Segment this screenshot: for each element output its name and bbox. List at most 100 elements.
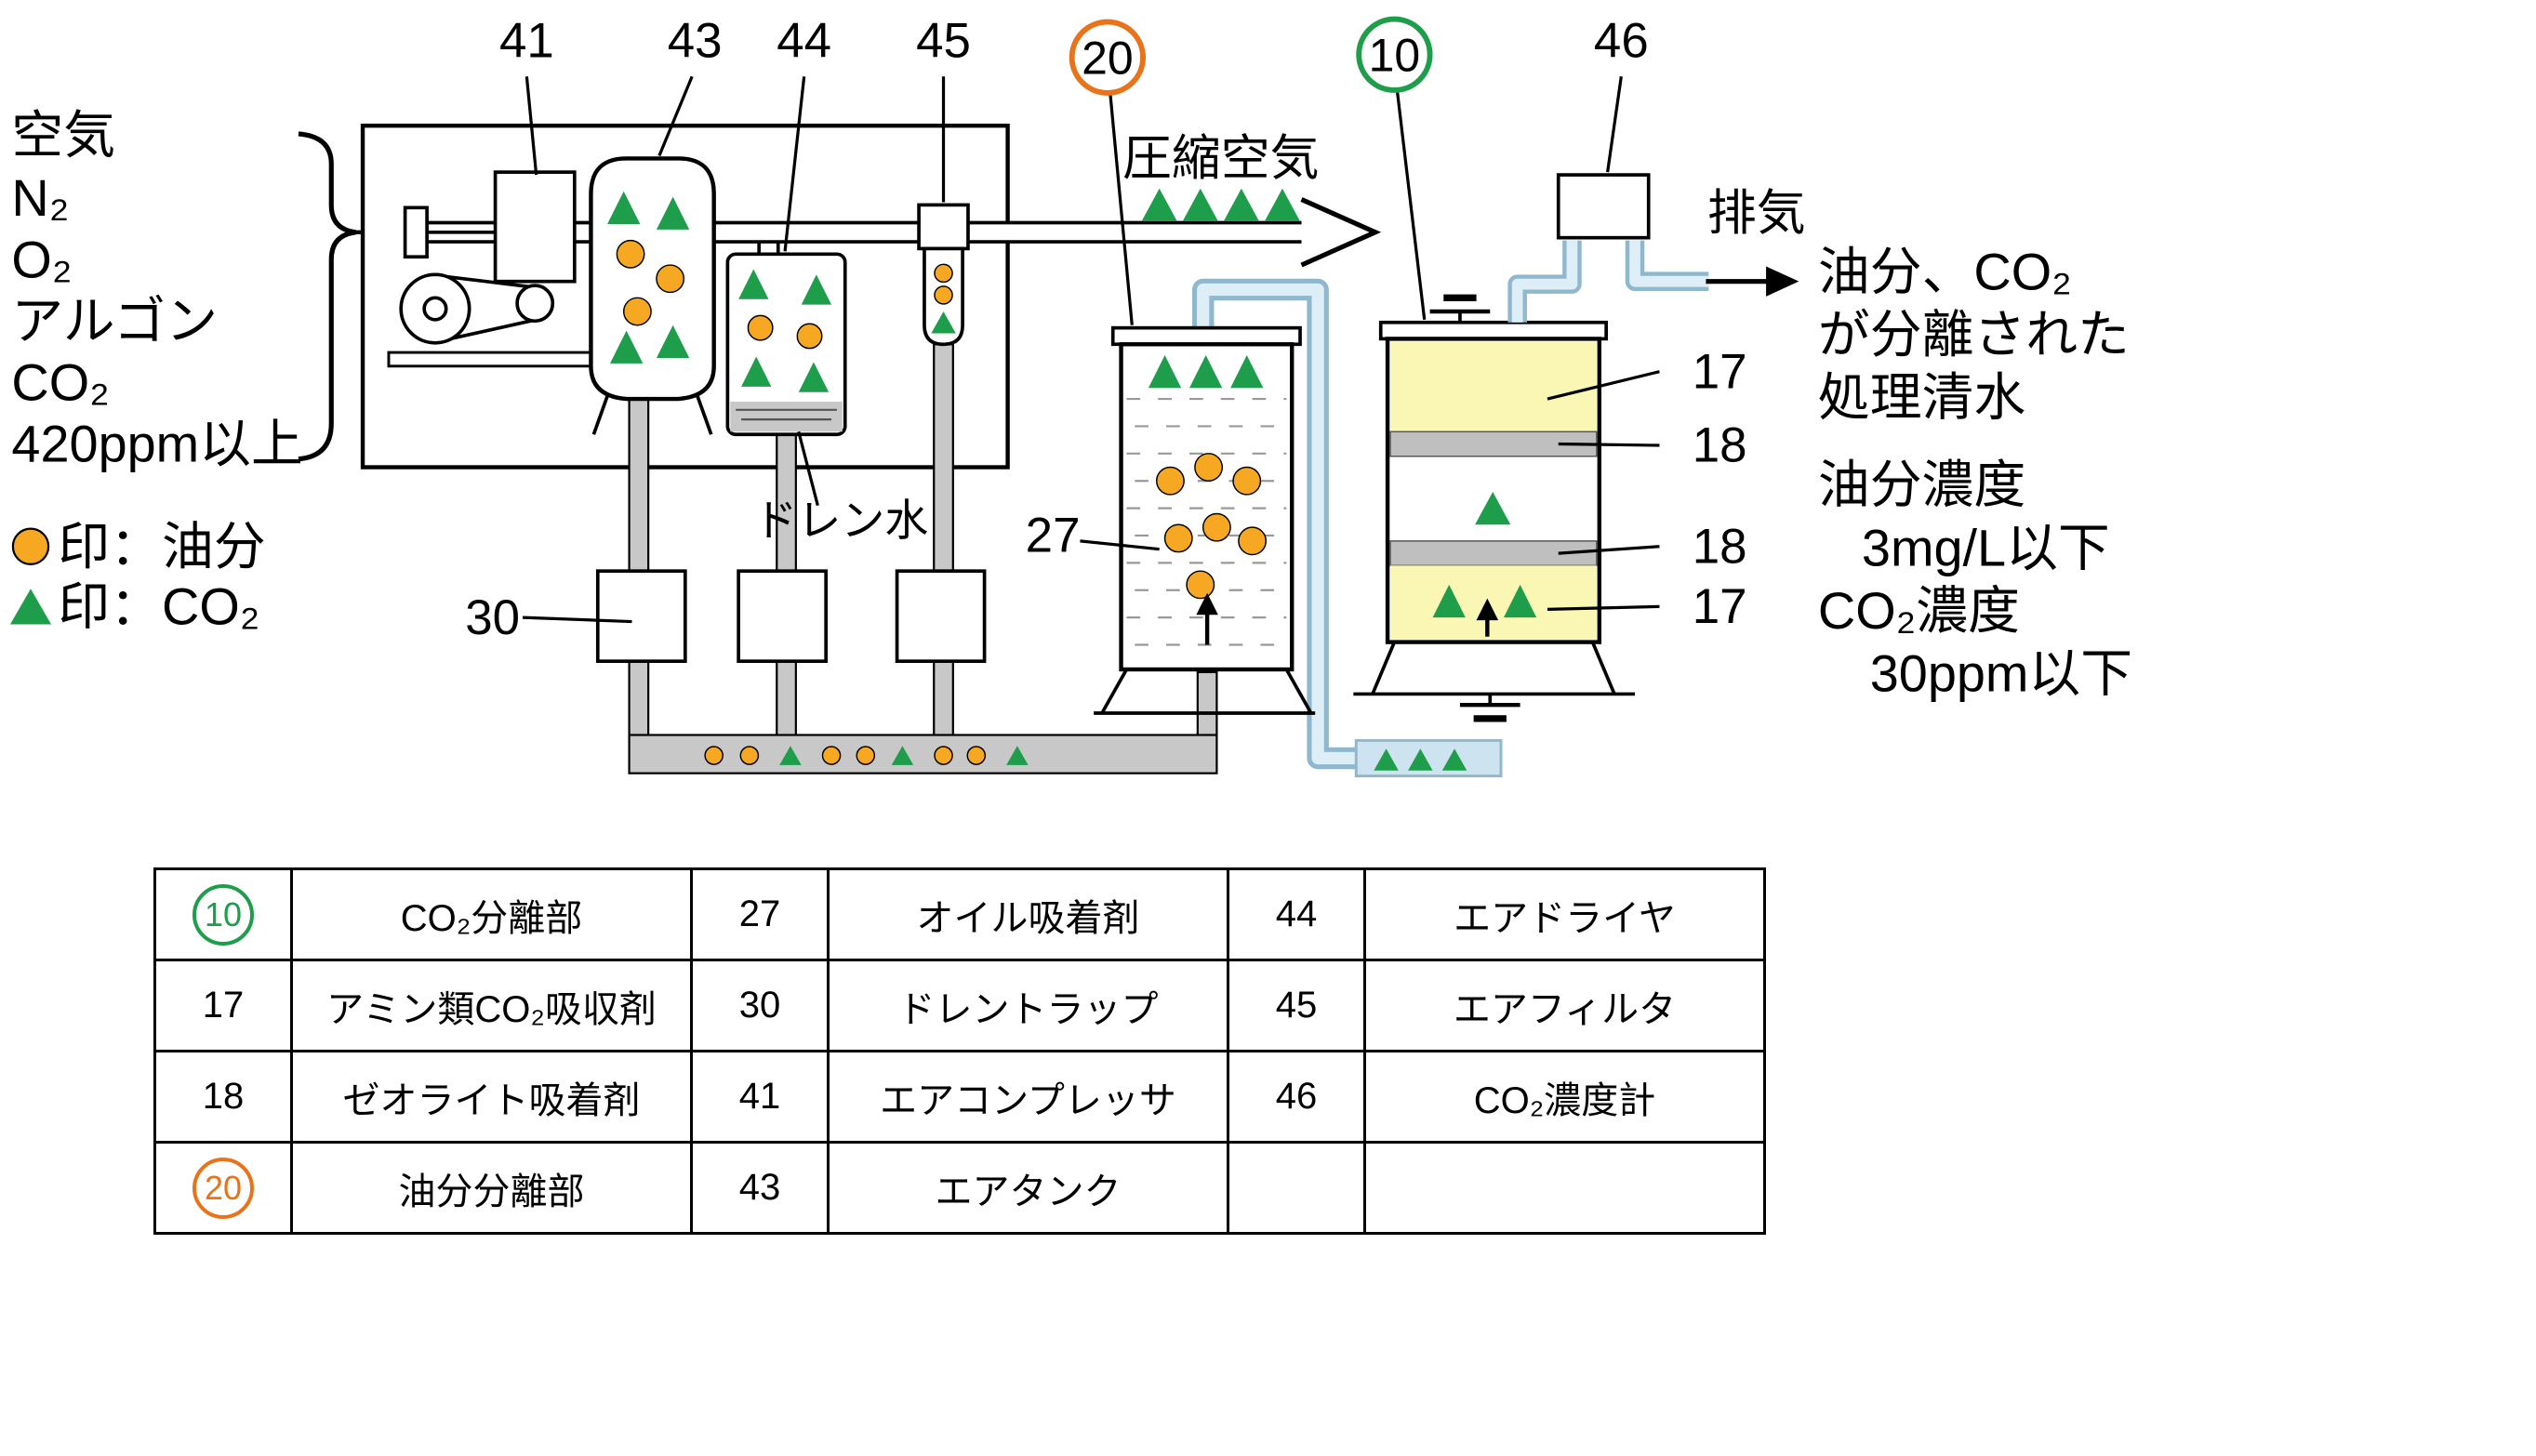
callout-41: 41 (499, 14, 554, 69)
ref-desc: CO₂分離部 (290, 867, 693, 961)
electrode-symbol-top (1429, 294, 1491, 323)
ref-num-17: 17 (153, 959, 293, 1052)
pulley-small (515, 284, 555, 324)
electrode-symbol-bottom (1459, 694, 1520, 722)
table-row: 17 アミン類CO₂吸収剤 30 ドレントラップ 45 エアフィルタ (153, 959, 1766, 1052)
callout-numbers: 41 43 44 45 46 27 30 17 18 18 17 (465, 14, 1746, 645)
oil-concentration-label: 油分濃度 (1818, 456, 2025, 514)
filter-oil-dot (934, 263, 953, 284)
table-row: 18 ゼオライト吸着剤 41 エアコンプレッサ 46 CO₂濃度計 (153, 1050, 1766, 1144)
ref-desc: エアフィルタ (1363, 959, 1766, 1052)
legend: 印：油分 印：CO₂ (9, 517, 266, 635)
callout-44: 44 (777, 14, 831, 69)
co2-meter-box (1556, 173, 1651, 240)
exhaust-arrow (1706, 266, 1799, 297)
co2-concentration-label: CO₂濃度 (1818, 581, 2020, 640)
air-compressor-unit (387, 170, 595, 368)
tank-oil-dots (616, 239, 685, 326)
ref-desc: CO₂濃度計 (1363, 1050, 1766, 1144)
ref-desc-empty (1363, 1141, 1766, 1235)
oil-separator-lid (1110, 325, 1302, 347)
vessel-co2-triangle-mid (1475, 491, 1511, 525)
drain-trap-2 (737, 569, 829, 664)
ref-desc: 油分分離部 (290, 1141, 693, 1235)
inlet-air-label: 空気 (11, 106, 115, 165)
outlet-line-3: 処理清水 (1818, 368, 2025, 427)
co2-concentration-value: 30ppm以下 (1870, 643, 2132, 702)
air-tank (589, 156, 716, 435)
compressed-air-flow: 圧縮空気 (1122, 131, 1382, 268)
tank-co2-triangles (607, 191, 690, 364)
co2-separator-lid (1378, 320, 1609, 341)
inlet-gas-labels: 空気 N₂ O₂ アルゴン CO₂ 420ppm以上 (11, 106, 302, 473)
oil-concentration-value: 3mg/L以下 (1862, 518, 2110, 576)
compressor-base (387, 351, 595, 368)
svg-text:20: 20 (1082, 32, 1134, 84)
exhaust-label: 排気 (1707, 186, 1806, 241)
ref-desc: ゼオライト吸着剤 (290, 1050, 693, 1144)
compressed-air-label: 圧縮空気 (1122, 131, 1320, 186)
ref-num-10: 10 (153, 867, 293, 961)
outlet-line-2: が分離された (1818, 305, 2130, 364)
collector-oil-dots (704, 746, 987, 765)
compressed-air-arrow (1300, 197, 1382, 268)
circled-20: 20 (193, 1157, 254, 1219)
callout-17-top: 17 (1693, 344, 1747, 399)
blue-pipe-to-meter (1507, 240, 1709, 323)
ref-num-20: 20 (153, 1141, 293, 1235)
filter-oil-dot (934, 285, 953, 305)
oil-separator-oil-dots (1156, 453, 1268, 600)
callout-18-top: 18 (1693, 418, 1747, 473)
inlet-port (403, 205, 429, 259)
process-diagram: 空気 N₂ O₂ アルゴン CO₂ 420ppm以上 (9, 14, 2132, 778)
drain-water-label: ドレン水 (753, 496, 928, 545)
legend-oil-label: 印：油分 (58, 517, 265, 576)
vessel-co2-triangle-br (1503, 584, 1537, 618)
legend-co2-icon (9, 589, 52, 625)
ref-num-46: 46 (1227, 1050, 1366, 1144)
ref-num-41: 41 (690, 1050, 830, 1144)
inlet-co2-label: CO₂ (11, 353, 109, 412)
collector-co2-triangles (779, 746, 1029, 765)
table-row: 20 油分分離部 43 エアタンク (153, 1141, 1766, 1235)
inlet-brace (298, 131, 357, 462)
collector-pipe (628, 734, 1218, 774)
drain-trap-3 (895, 569, 987, 664)
dryer-oil-dots (747, 314, 823, 350)
legend-co2-label: 印：CO₂ (58, 576, 259, 635)
amine-absorbent-bottom (1390, 565, 1597, 640)
svg-text:10: 10 (1369, 29, 1421, 81)
outlet-line-1: 油分、CO₂ (1818, 243, 2072, 301)
drain-water-layer (730, 401, 843, 432)
air-filter (917, 203, 970, 347)
ref-desc: アミン類CO₂吸収剤 (290, 959, 693, 1052)
oil-separator-co2-triangles (1148, 355, 1264, 389)
co2-separator-vessel (1353, 294, 1636, 778)
callout-45: 45 (916, 14, 971, 69)
ref-num-44: 44 (1227, 867, 1366, 961)
dryer-co2-triangles (738, 269, 832, 392)
drain-trap-1 (595, 569, 687, 664)
circled-callout-10: 10 (1356, 16, 1433, 93)
ref-desc: ドレントラップ (827, 959, 1229, 1052)
circled-callout-20: 20 (1069, 19, 1146, 96)
leader-lines (522, 75, 1660, 624)
ref-desc: エアコンプレッサ (827, 1050, 1229, 1144)
outlet-text: 油分、CO₂ が分離された 処理清水 油分濃度 3mg/L以下 CO₂濃度 30… (1818, 243, 2132, 703)
channel-co2-triangles (1374, 748, 1467, 771)
ref-desc: エアドライヤ (1363, 867, 1766, 961)
compressed-air-co2-triangles (1141, 188, 1301, 222)
reference-table: 10 CO₂分離部 27 オイル吸着剤 44 エアドライヤ 17 アミン類CO₂… (153, 867, 1766, 1235)
ref-desc: エアタンク (827, 1141, 1229, 1235)
inlet-co2-ppm-label: 420ppm以上 (11, 415, 302, 473)
oil-separator-vessel (1094, 325, 1316, 715)
amine-absorbent-top (1390, 341, 1597, 432)
circled-10: 10 (193, 883, 254, 946)
filter-co2-triangle (931, 311, 956, 334)
callout-17-bottom: 17 (1693, 579, 1747, 634)
belt-line-top (440, 273, 532, 289)
ref-num-27: 27 (690, 867, 830, 961)
drain-trap-boxes (595, 569, 987, 664)
callout-30: 30 (465, 590, 520, 645)
